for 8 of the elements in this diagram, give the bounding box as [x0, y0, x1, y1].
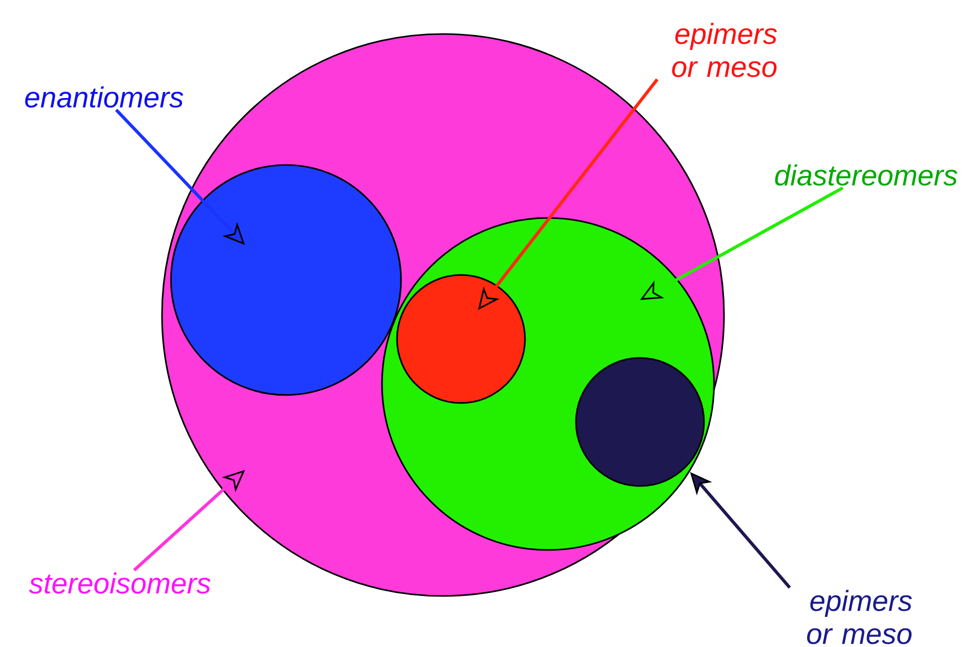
category-label: epimers or meso [807, 590, 912, 644]
category-label: enantiomers [25, 86, 184, 108]
category-label: diastereomers [775, 164, 958, 186]
set-circle [575, 357, 705, 487]
category-label: epimers or meso [672, 22, 777, 78]
category-label: stereoisomers [29, 572, 210, 594]
set-circle [396, 274, 526, 404]
set-circle [170, 164, 402, 396]
